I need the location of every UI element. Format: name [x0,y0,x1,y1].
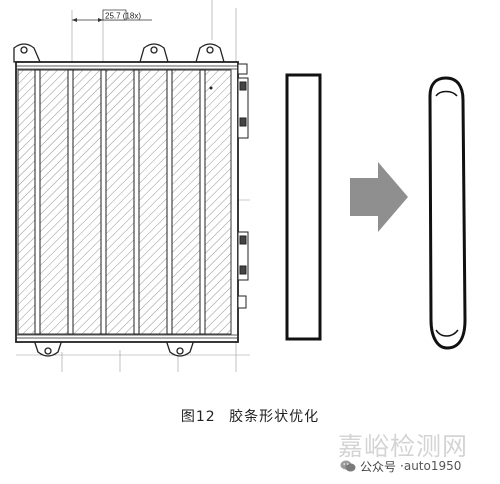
bottom-mounting-lugs [33,339,195,357]
figure-number: 图12 [180,409,216,425]
side-connectors [237,63,249,309]
top-mounting-lugs [13,43,225,63]
marker-dot [209,86,213,90]
watermark-account-label: 公众号 [360,459,397,474]
strip-inner-line [435,90,459,337]
hatched-cells [17,69,232,335]
wechat-icon [340,460,356,472]
figure-title: 胶条形状优化 [229,409,320,425]
watermark-account: 公众号 · auto1950 [340,456,461,476]
arrow-right-icon [350,162,408,232]
strip-shape-after [428,76,467,350]
watermark-site: 嘉峪检测网 [338,432,469,461]
dimension-callout [72,9,152,22]
strip-shape-before [285,73,322,341]
dimension-label: 25.7 (18x) [105,12,141,21]
figure-caption: 图12 胶条形状优化 [0,406,500,426]
adhesive-strips-original [34,69,206,335]
watermark-account-id: auto1950 [403,459,462,473]
